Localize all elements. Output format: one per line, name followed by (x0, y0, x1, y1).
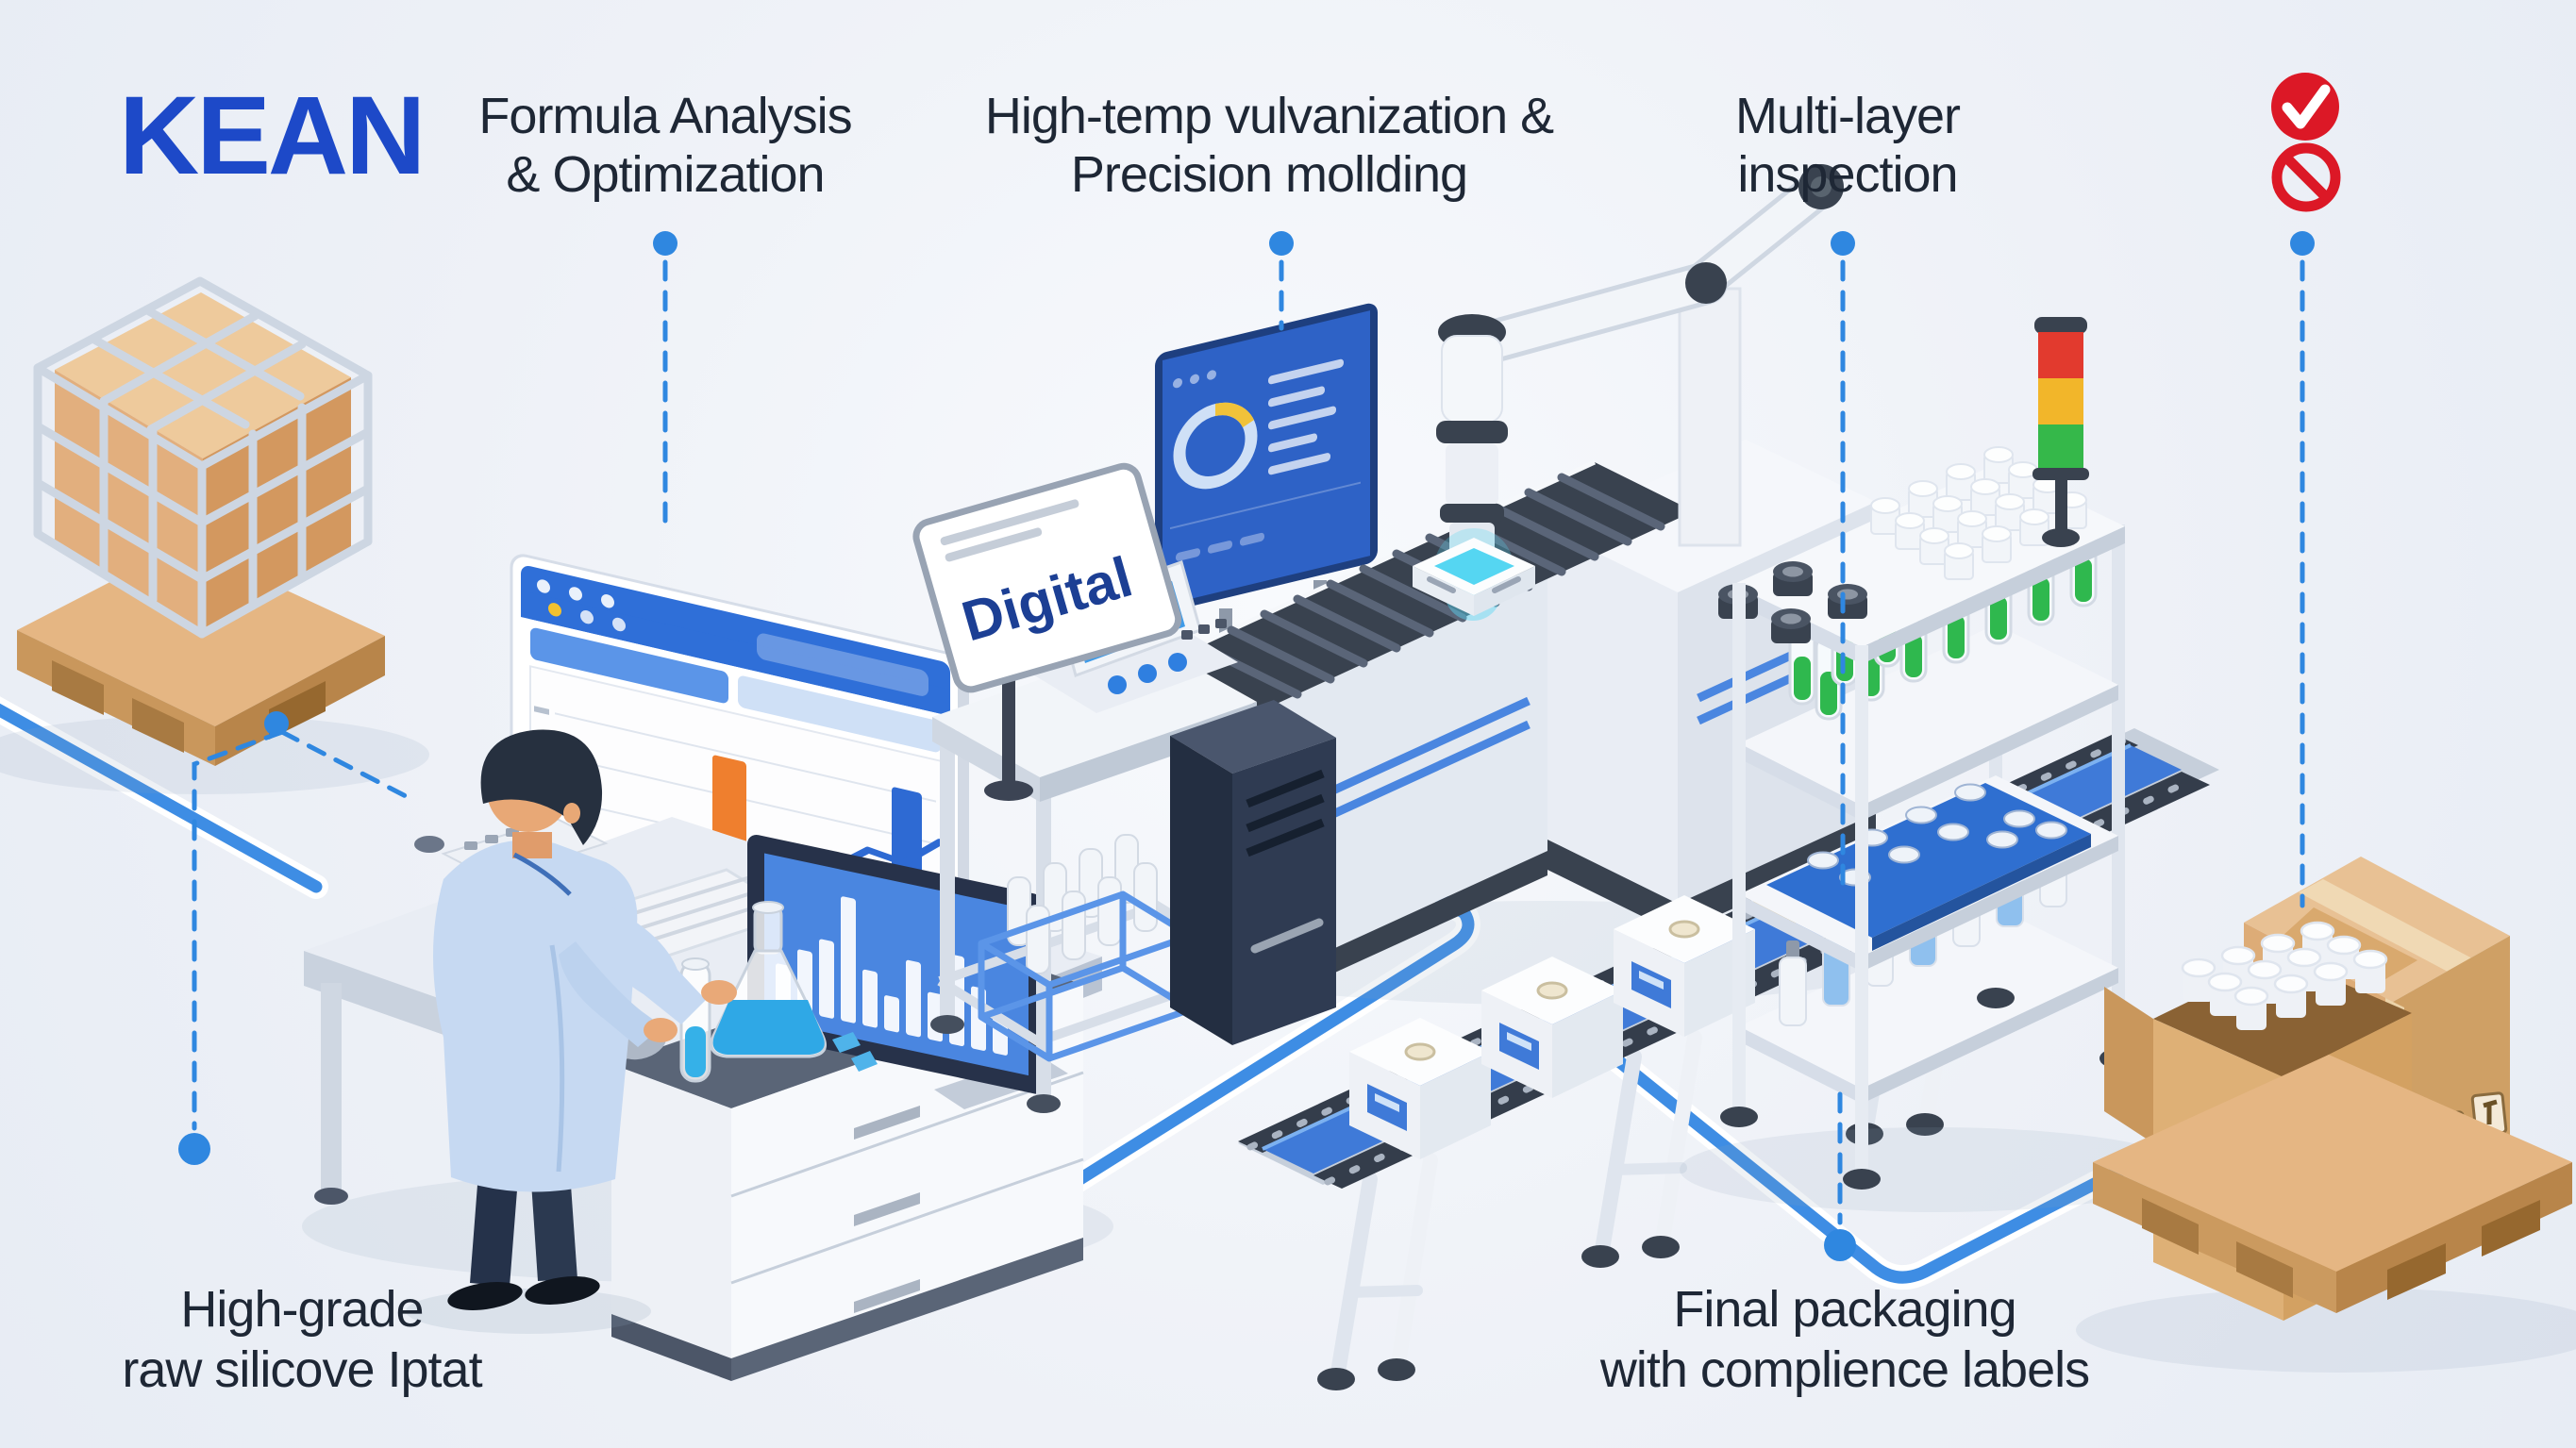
callout-leaders (192, 259, 2305, 1225)
robotic-dispenser (1436, 164, 1844, 621)
erlenmeyer-flask (710, 901, 827, 1058)
raw-material-tote (0, 276, 429, 794)
stage-label-line: Multi-layer (1734, 88, 1961, 144)
stage-label-multi-layer-inspection: Multi-layer inspection (1659, 87, 2036, 204)
drawer-seams (730, 1071, 1084, 1285)
donut-chart (1173, 402, 1258, 490)
wire-cage (33, 276, 373, 639)
stage-label-line: & Optimization (506, 146, 825, 203)
callout-line: raw silicove Iptat (122, 1341, 482, 1398)
stage-label-line: inspection (1737, 146, 1958, 203)
stage-label-formula-analysis: Formula Analysis & Optimization (429, 87, 901, 204)
check-circle-icon (2271, 73, 2339, 141)
callout-line: Final packaging (1673, 1281, 2016, 1338)
stage-label-vulcanization-molding: High-temp vulvanization & Precision moll… (958, 87, 1581, 204)
signal-tower (2032, 317, 2089, 547)
lab-technician (406, 729, 737, 1334)
stage-label-line: High-temp vulvanization & (984, 88, 1554, 144)
cap-tray (1766, 783, 2091, 951)
stage-label-line: Precision mollding (1070, 146, 1468, 203)
pc-tower (1170, 700, 1336, 1045)
callout-line: High-grade (180, 1281, 424, 1338)
callout-final-packaging: Final packaging with complience labels (1562, 1279, 2128, 1400)
callout-raw-material: High-grade raw silicove Iptat (66, 1279, 538, 1400)
dashboard-monitor (1155, 303, 1378, 698)
signal-red (2038, 332, 2083, 378)
packaging-pallet (2076, 857, 2576, 1373)
callout-line: with complience labels (1599, 1341, 2090, 1398)
stage-label-line: Formula Analysis (478, 88, 852, 144)
inspection-rack (1680, 317, 2189, 1212)
digital-sign: Digital (912, 462, 1182, 801)
signal-green (2038, 424, 2083, 470)
callout-dots (178, 231, 2315, 1261)
mold-part (1413, 528, 1535, 616)
brand-logo: KEAN (119, 74, 426, 198)
conveyor-leg (1317, 1160, 1430, 1390)
no-entry-icon (2271, 142, 2341, 212)
signal-yellow (2038, 378, 2083, 424)
vulcanization-machine (1155, 164, 1925, 1026)
